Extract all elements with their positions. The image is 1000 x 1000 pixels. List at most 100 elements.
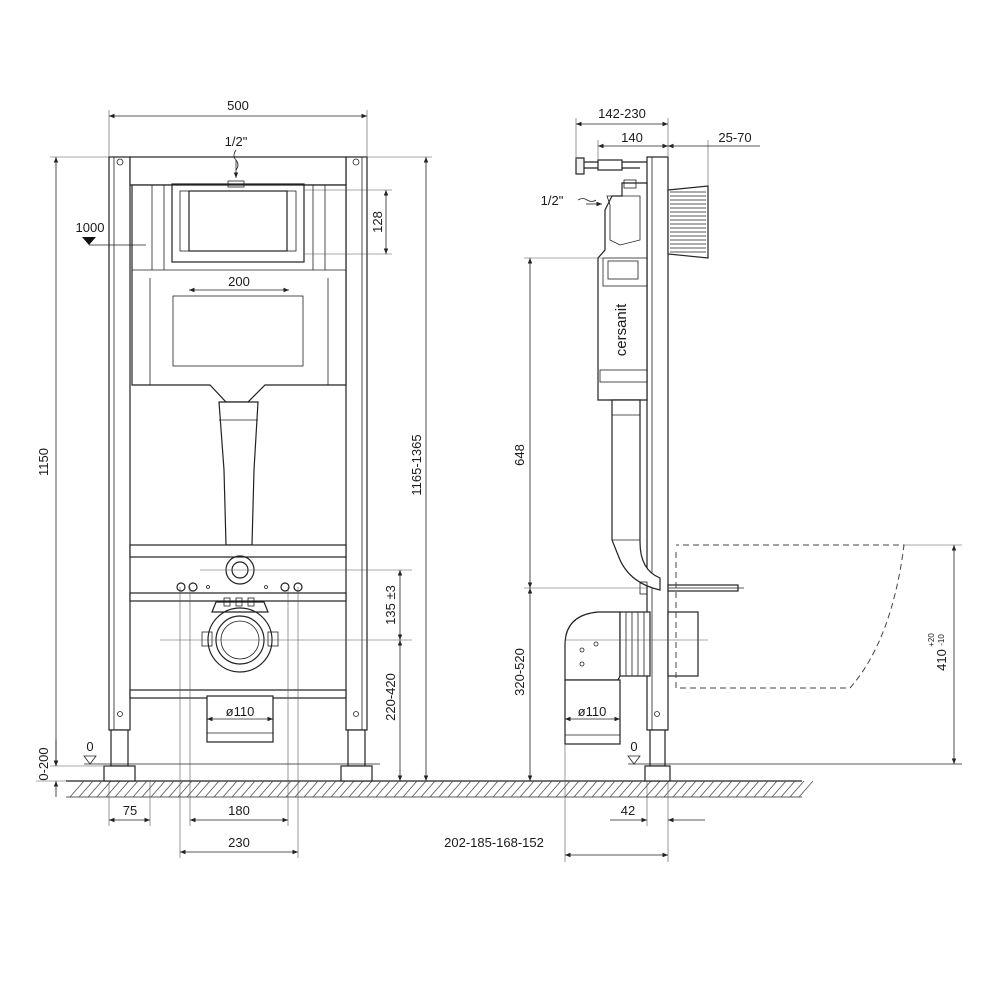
floor-hatch-line — [141, 780, 157, 798]
floor-hatch-line — [465, 780, 481, 798]
floor-hatch-line — [240, 780, 256, 798]
floor-hatch-line — [798, 780, 814, 798]
floor-hatch-line — [510, 780, 526, 798]
floor-hatch-line — [681, 780, 697, 798]
floor-hatch-line — [762, 780, 778, 798]
floor-hatch-line — [123, 780, 139, 798]
floor-hatch-line — [258, 780, 274, 798]
floor-hatch-line — [474, 780, 490, 798]
floor-hatch-line — [447, 780, 463, 798]
floor-hatch-line — [591, 780, 607, 798]
label-inlet-side: 1/2" — [541, 193, 564, 208]
floor-hatch-line — [114, 780, 130, 798]
floor-hatch-line — [528, 780, 544, 798]
label-inlet-front: 1/2" — [225, 134, 248, 149]
floor-hatch-line — [735, 780, 751, 798]
dim-panel-height: 128 — [370, 211, 385, 233]
floor-hatch-line — [537, 780, 553, 798]
label-level-1000: 1000 — [76, 220, 105, 235]
floor-hatch-line — [690, 780, 706, 798]
floor-hatch-line — [150, 780, 166, 798]
floor-hatch-line — [231, 780, 247, 798]
side-view: cersanit — [444, 106, 962, 862]
floor-hatch-line — [726, 780, 742, 798]
floor-hatch-line — [393, 780, 409, 798]
floor — [66, 780, 814, 798]
dim-panel-width: 200 — [228, 274, 250, 289]
dim-outlet-height: 220-420 — [383, 673, 398, 721]
floor-hatch-line — [708, 780, 724, 798]
floor-hatch-line — [546, 780, 562, 798]
floor-hatch-line — [609, 780, 625, 798]
floor-hatch-line — [402, 780, 418, 798]
floor-hatch-line — [411, 780, 427, 798]
floor-hatch-line — [213, 780, 229, 798]
floor-hatch-line — [618, 780, 634, 798]
floor-hatch-line — [366, 780, 382, 798]
floor-hatch-line — [699, 780, 715, 798]
dim-foot-width: 75 — [123, 803, 137, 818]
label-zero-front: 0 — [86, 739, 93, 754]
floor-hatch-line — [429, 780, 445, 798]
dim-depth-140: 140 — [621, 130, 643, 145]
floor-hatch-line — [627, 780, 643, 798]
floor-hatch-line — [555, 780, 571, 798]
floor-hatch-line — [384, 780, 400, 798]
floor-hatch-line — [636, 780, 652, 798]
floor-hatch-line — [780, 780, 796, 798]
floor-hatch-line — [222, 780, 238, 798]
floor-hatch-line — [276, 780, 292, 798]
dim-bolt-width: 180 — [228, 803, 250, 818]
floor-hatch-line — [186, 780, 202, 798]
floor-hatch-line — [375, 780, 391, 798]
dim-height-320-520: 320-520 — [512, 648, 527, 696]
floor-hatch-line — [267, 780, 283, 798]
floor-hatch-line — [492, 780, 508, 798]
floor-hatch-line — [420, 780, 436, 798]
floor-hatch-line — [249, 780, 265, 798]
lower-frame — [129, 544, 347, 699]
floor-hatch-line — [564, 780, 580, 798]
floor-hatch-line — [573, 780, 589, 798]
frame-profile-side — [644, 156, 671, 782]
dim-stud-width: 230 — [228, 835, 250, 850]
floor-hatch-line — [303, 780, 319, 798]
dim-outlet-offsets: 202-185-168-152 — [444, 835, 544, 850]
cistern-side: cersanit — [597, 179, 648, 401]
dim-outlet-dia-front: ø110 — [226, 704, 255, 719]
floor-hatch-line — [195, 780, 211, 798]
dim-bolt-spacing: 135 ±3 — [383, 585, 398, 625]
floor-hatch-line — [330, 780, 346, 798]
flush-pipe-side — [611, 399, 661, 591]
dim-frame-width: 500 — [227, 98, 249, 113]
floor-hatch-line — [654, 780, 670, 798]
frame-feet — [103, 729, 373, 782]
floor-hatch-line — [87, 780, 103, 798]
floor-hatch-line — [672, 780, 688, 798]
floor-hatch-line — [285, 780, 301, 798]
floor-hatch-line — [312, 780, 328, 798]
flush-pipe-front — [218, 401, 259, 546]
floor-hatch-line — [168, 780, 184, 798]
floor-hatch-line — [456, 780, 472, 798]
floor-hatch-line — [645, 780, 661, 798]
floor-hatch-line — [717, 780, 733, 798]
floor-hatch-line — [78, 780, 94, 798]
flush-mechanism-side — [667, 185, 709, 259]
floor-hatch-line — [177, 780, 193, 798]
floor-hatch-line — [105, 780, 121, 798]
dim-foot-adjust: 0-200 — [36, 747, 51, 780]
outlet-elbow-side — [564, 611, 699, 745]
floor-hatch-line — [294, 780, 310, 798]
dim-foot-offset: 42 — [621, 803, 635, 818]
floor-hatch-line — [501, 780, 517, 798]
floor-hatch-line — [159, 780, 175, 798]
toilet-bowl-outline — [675, 544, 905, 689]
floor-hatch-line — [663, 780, 679, 798]
dim-bowl-height-value: 410 — [934, 649, 949, 671]
dim-outlet-dia-side: ø110 — [578, 704, 607, 719]
dim-wall-range: 25-70 — [718, 130, 751, 145]
label-zero-side: 0 — [630, 739, 637, 754]
frame-left-upright — [108, 156, 131, 731]
